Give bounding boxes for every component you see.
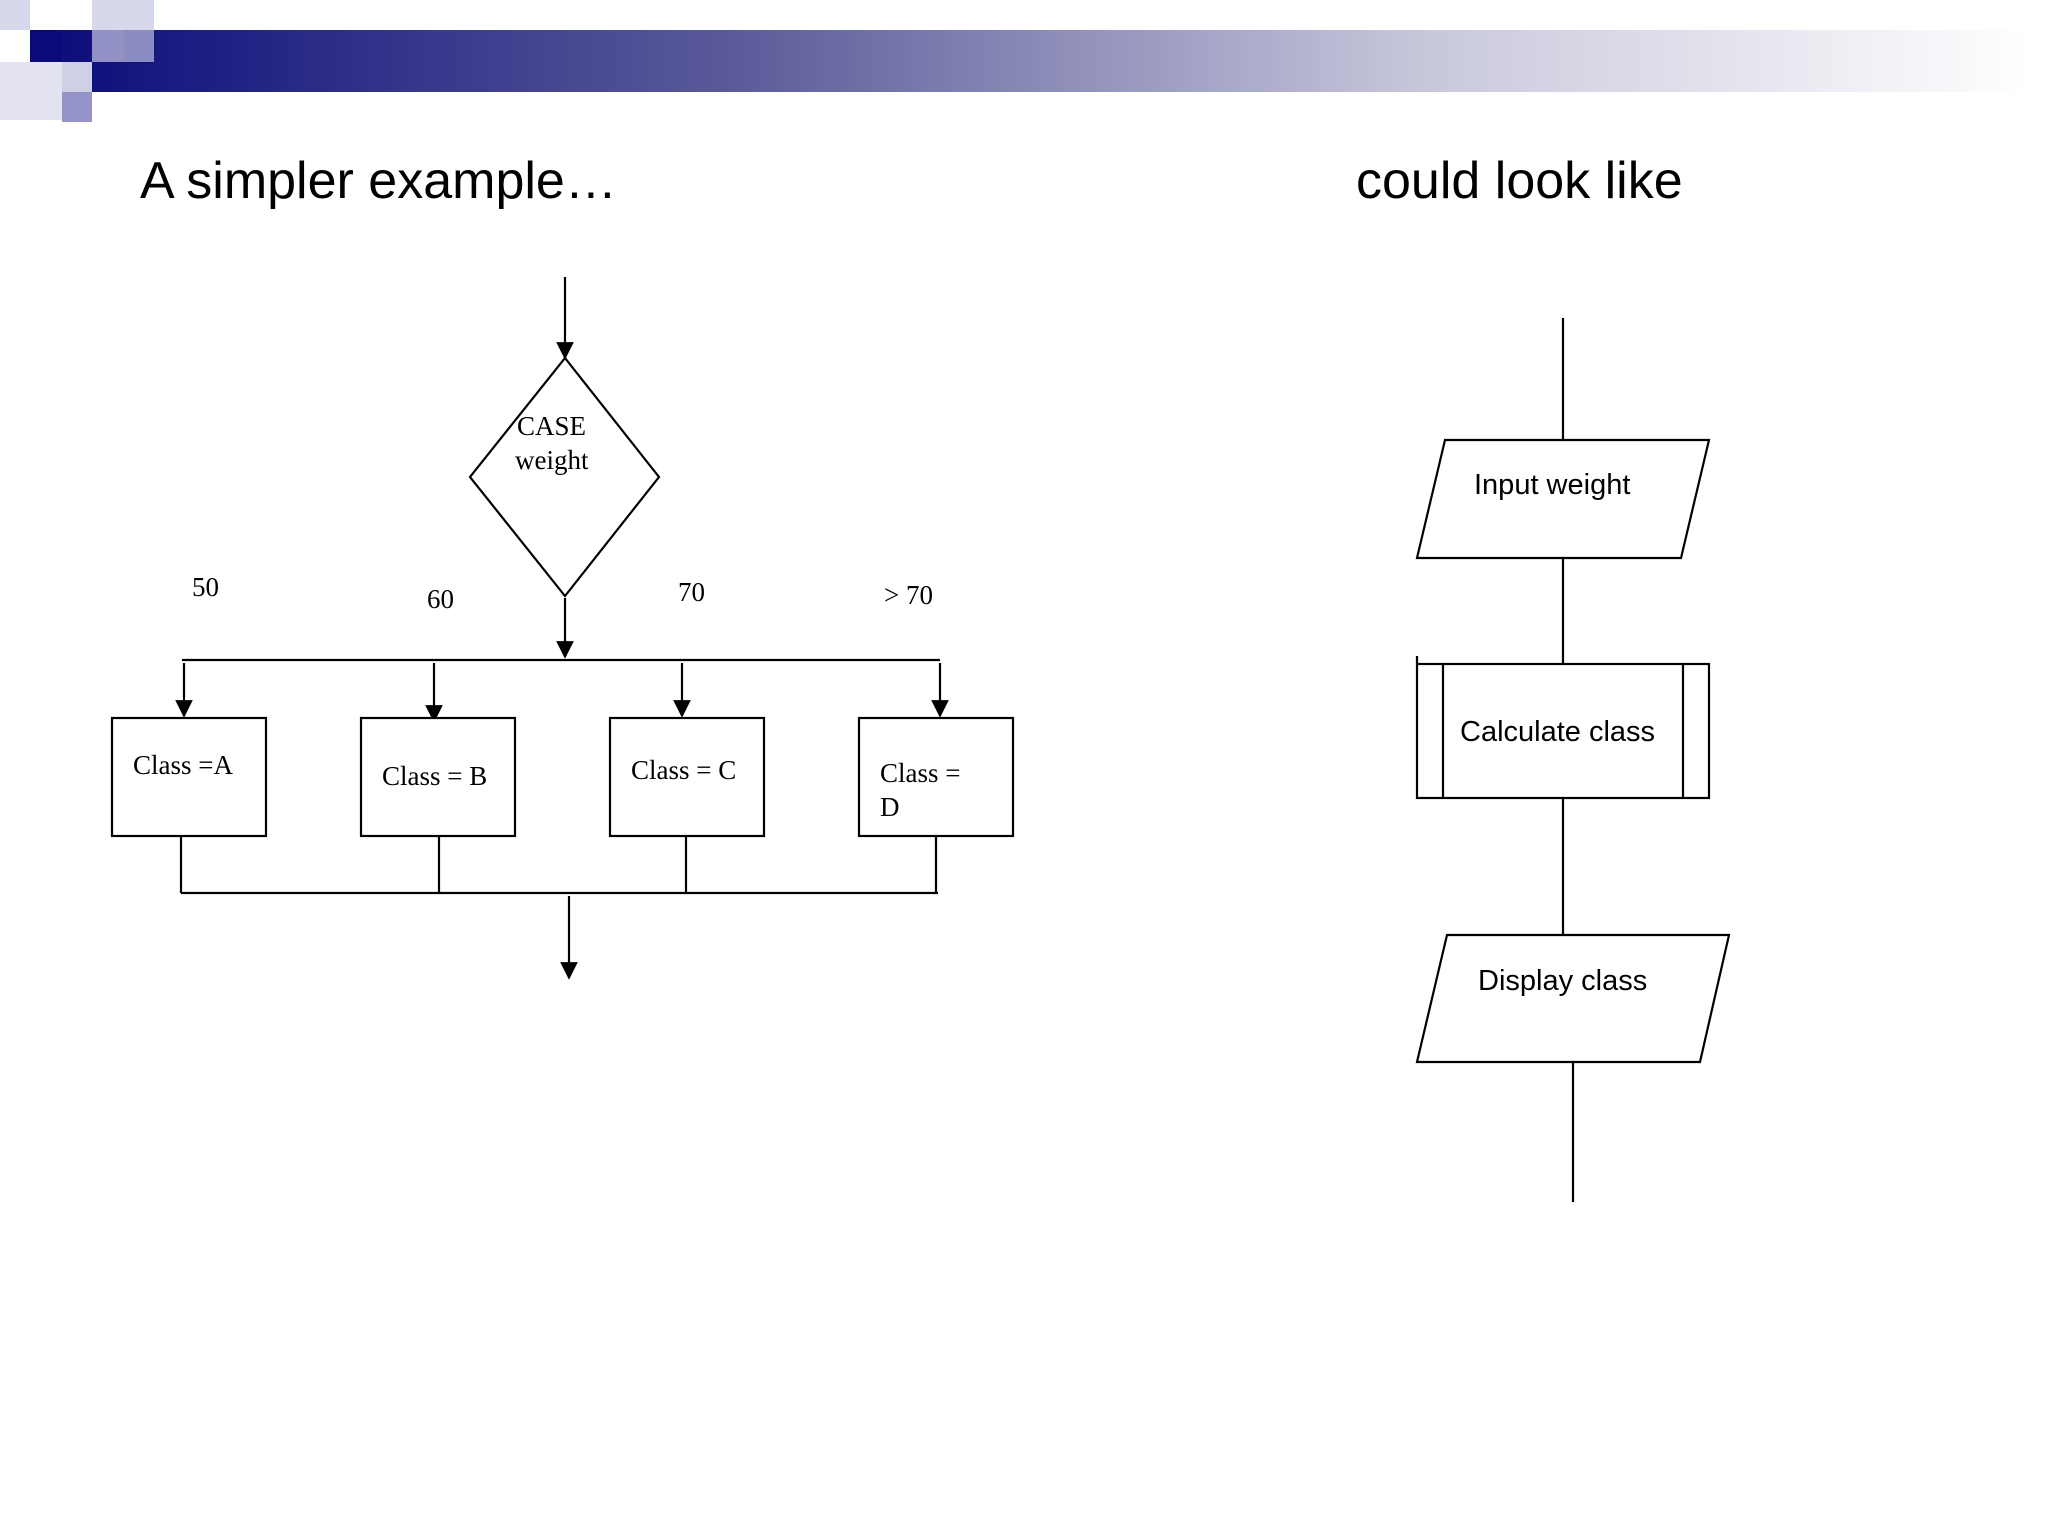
decision-label-line2: weight: [515, 445, 589, 475]
decision-label-line1: CASE: [517, 411, 586, 441]
case-diagram: CASE weight 50 60 70 > 70 Class =A Class…: [110, 277, 1015, 980]
header-block-mid-1: [124, 30, 154, 62]
process-box: [1415, 662, 1711, 800]
output-parallelogram: [1415, 933, 1731, 1064]
header-block-light-2: [62, 62, 92, 92]
input-step-label: Input weight: [1474, 469, 1630, 501]
outcome-box-a: [110, 716, 268, 838]
process-step-label: Calculate class: [1460, 716, 1655, 748]
title-left: A simpler example…: [140, 152, 617, 210]
simple-flowchart: Input weight Calculate class Display cla…: [1415, 318, 1731, 1202]
branch-label-gt70: > 70: [884, 580, 933, 610]
header-block-mid-2: [62, 92, 92, 122]
header-decoration: [0, 0, 2030, 122]
outcome-d-line2: D: [880, 792, 900, 822]
header-block-pale-1: [0, 0, 30, 30]
header-block-pale-3: [0, 62, 62, 120]
outcome-b-line1: Class = B: [382, 761, 487, 791]
input-parallelogram: [1415, 438, 1711, 560]
title-right: could look like: [1356, 152, 1683, 210]
header-gradient-bar: [30, 30, 2030, 92]
decision-diamond: [468, 356, 661, 598]
outcome-c-line1: Class = C: [631, 755, 736, 785]
branch-label-50: 50: [192, 572, 219, 602]
output-step-label: Display class: [1478, 965, 1647, 997]
outcome-a-line1: Class =A: [133, 750, 233, 780]
header-block-dark: [30, 30, 62, 62]
outcome-box-c: [608, 716, 766, 838]
outcome-d-line1: Class =: [880, 758, 961, 788]
branch-label-70: 70: [678, 577, 705, 607]
branch-label-60: 60: [427, 584, 454, 614]
